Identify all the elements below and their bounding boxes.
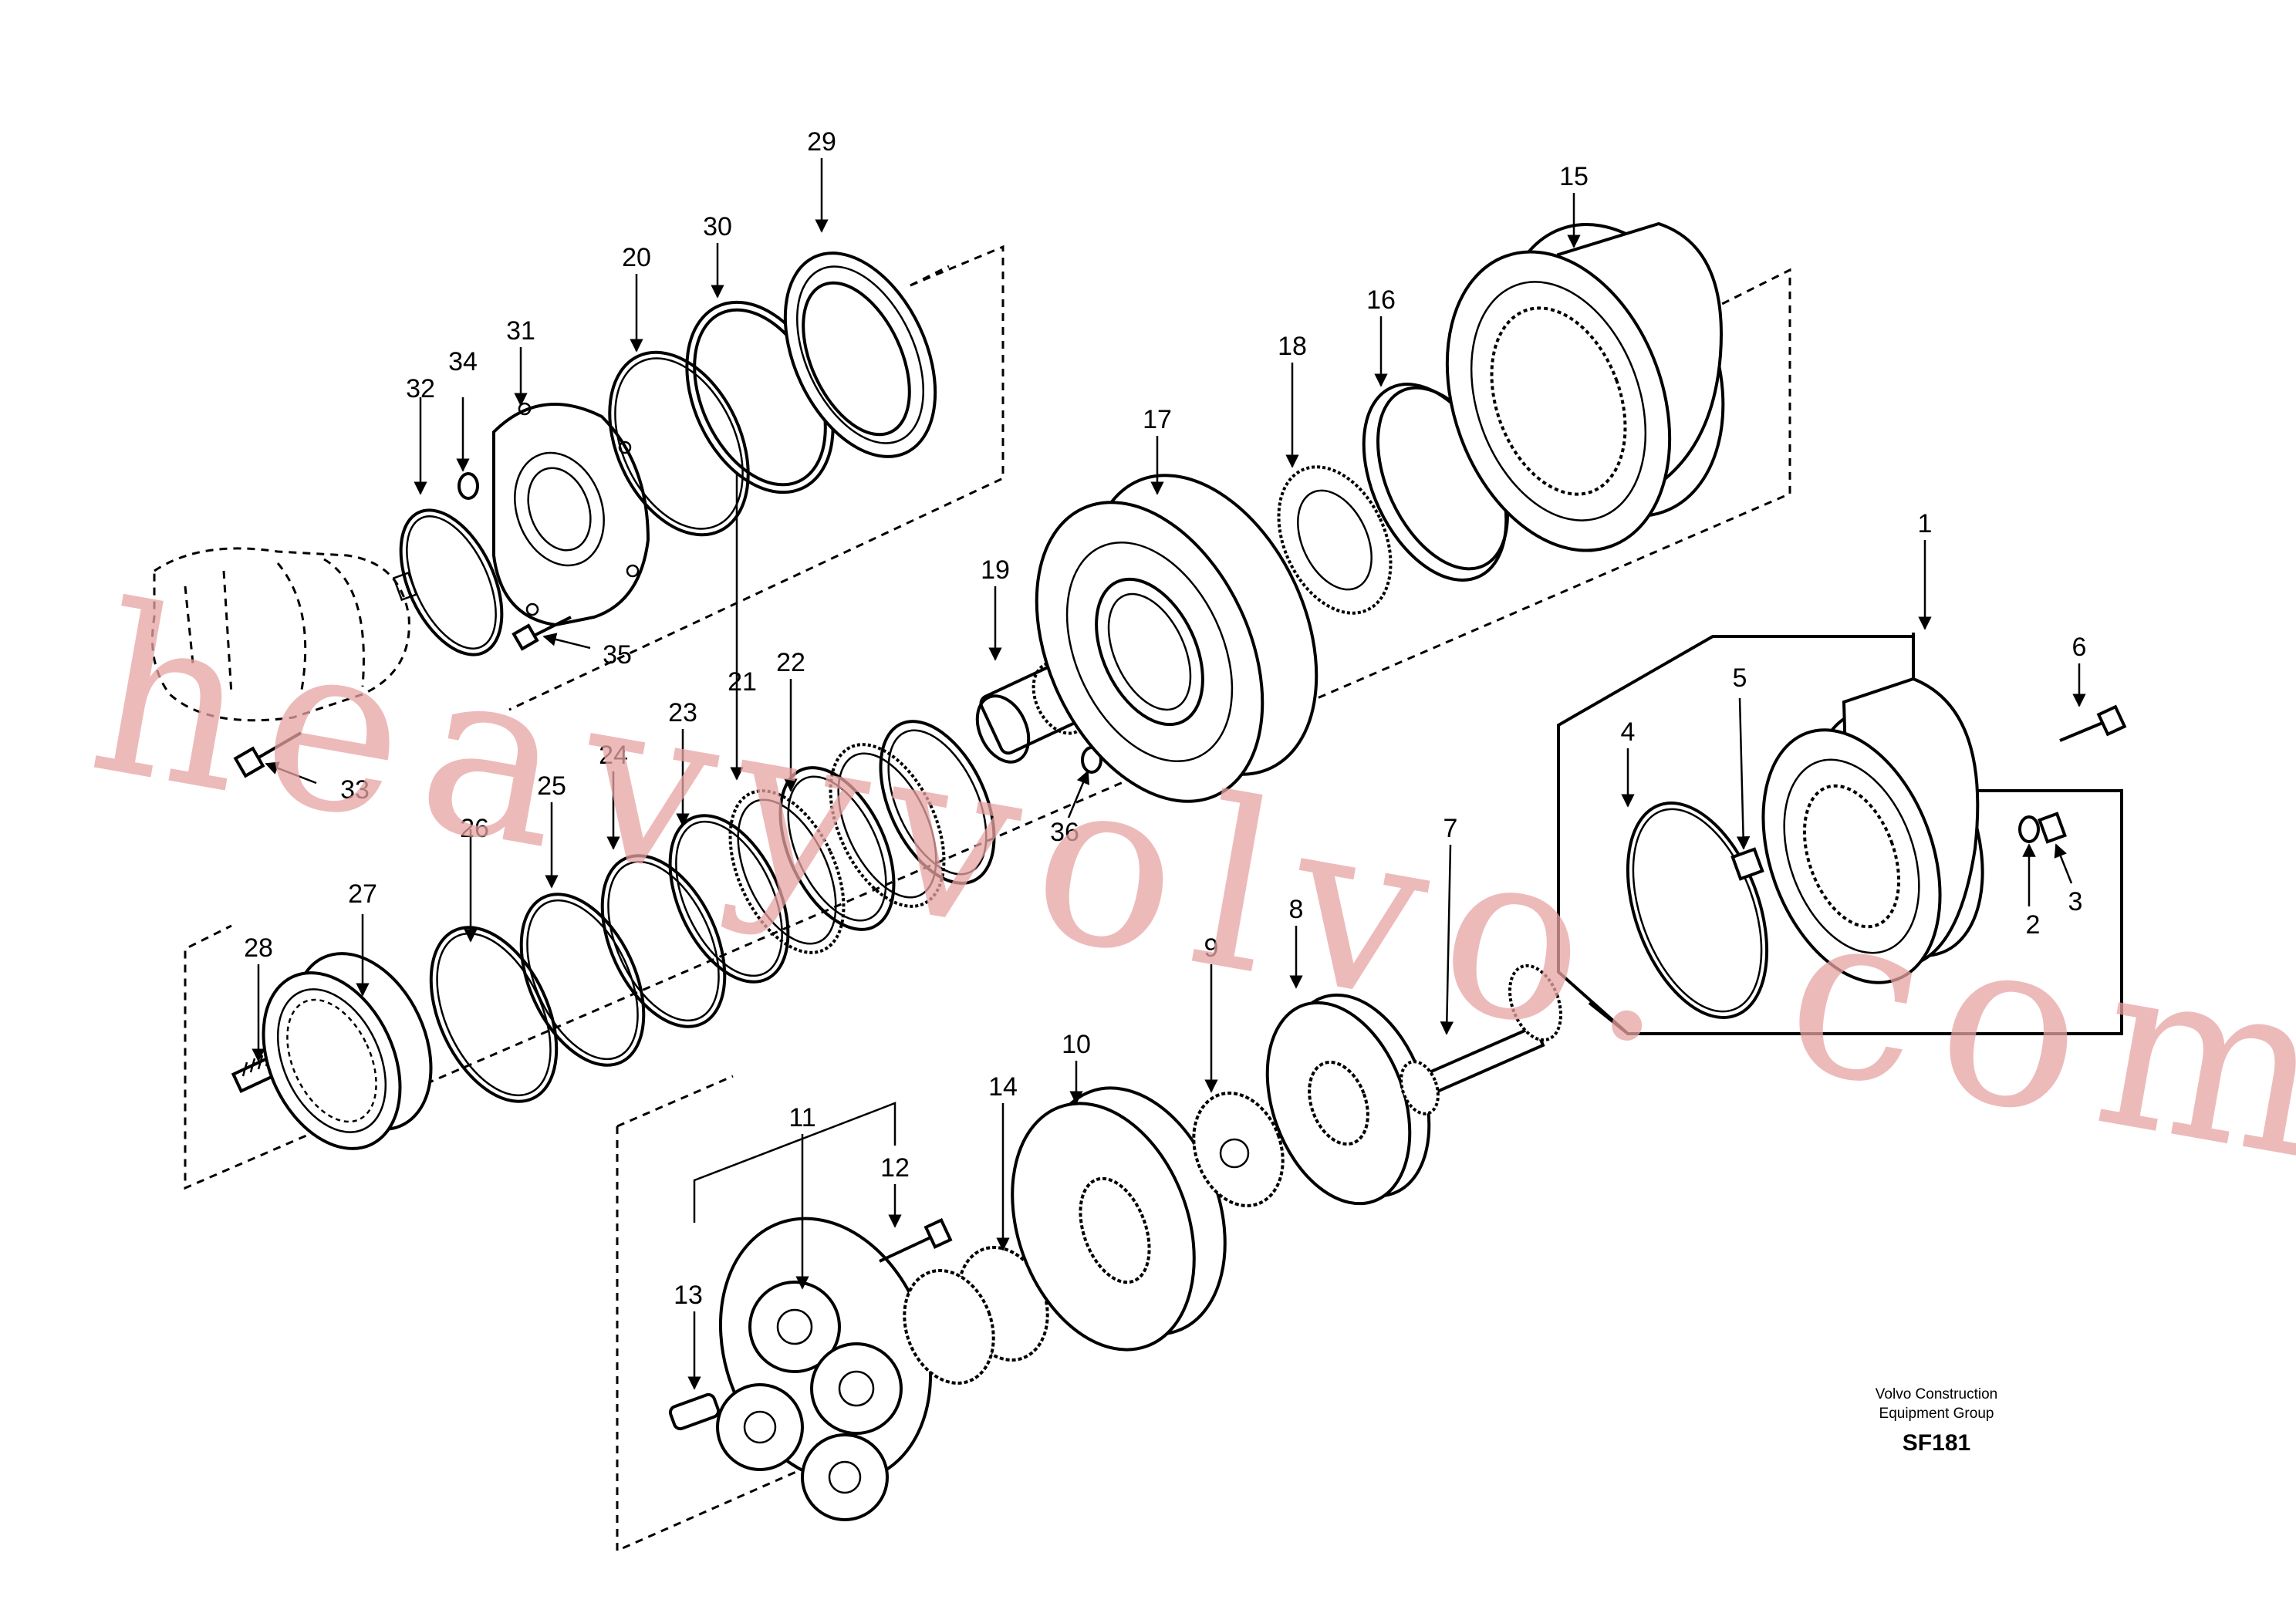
gear-housing-1[interactable] [1730, 677, 2014, 1007]
washer-2[interactable] [2018, 815, 2040, 843]
callout-8[interactable]: 8 [1289, 895, 1304, 924]
callout-32[interactable]: 32 [406, 374, 435, 403]
callout-labels: 1 2 3 4 5 6 7 8 9 10 11 12 13 14 15 16 1… [244, 127, 2086, 1310]
bolt-6[interactable] [2059, 704, 2127, 742]
callout-26[interactable]: 26 [460, 814, 489, 843]
callout-5[interactable]: 5 [1733, 663, 1747, 693]
company-line-1: Volvo Construction [1876, 1386, 1997, 1402]
callout-12[interactable]: 12 [880, 1153, 910, 1183]
plug-5[interactable] [1730, 847, 1764, 881]
callout-36[interactable]: 36 [1050, 818, 1079, 847]
callout-17[interactable]: 17 [1143, 405, 1172, 434]
cover-31[interactable] [492, 402, 650, 627]
shaft-7[interactable] [1394, 959, 1570, 1119]
callout-4[interactable]: 4 [1621, 717, 1636, 747]
callout-29[interactable]: 29 [807, 127, 836, 157]
callout-28[interactable]: 28 [244, 933, 273, 963]
callout-19[interactable]: 19 [981, 555, 1010, 585]
callout-18[interactable]: 18 [1278, 332, 1307, 361]
callout-15[interactable]: 15 [1559, 162, 1589, 191]
gear-9[interactable] [1179, 1081, 1298, 1219]
callout-6[interactable]: 6 [2072, 633, 2087, 662]
pin-13[interactable] [668, 1392, 721, 1431]
callout-16[interactable]: 16 [1366, 285, 1396, 315]
callout-21[interactable]: 21 [728, 667, 757, 697]
ring-24[interactable] [578, 836, 750, 1045]
group-outline-upper [508, 245, 1004, 711]
callout-27[interactable]: 27 [348, 879, 377, 909]
leader-lines [252, 158, 2086, 1390]
callout-30[interactable]: 30 [703, 212, 732, 241]
callout-9[interactable]: 9 [1204, 933, 1219, 963]
bolt-33[interactable] [233, 731, 302, 778]
ring-23[interactable] [646, 797, 812, 1000]
planet-carrier-11[interactable] [685, 1189, 966, 1521]
footer-block: Volvo Construction Equipment Group SF181 [1876, 1386, 1997, 1456]
callout-1[interactable]: 1 [1918, 509, 1933, 538]
planet-gear-8[interactable] [1241, 975, 1455, 1223]
assembly-1-frame [1557, 633, 2123, 1035]
circlip-4[interactable] [1601, 784, 1794, 1036]
group-outline-middle [184, 268, 1791, 1190]
ring-26[interactable] [406, 908, 582, 1122]
callout-31[interactable]: 31 [506, 316, 535, 346]
housing-15[interactable] [1408, 194, 1762, 582]
plug-3[interactable] [2038, 812, 2067, 844]
callout-23[interactable]: 23 [668, 698, 697, 727]
callout-13[interactable]: 13 [674, 1281, 703, 1310]
o-ring-20[interactable] [582, 330, 776, 557]
callout-20[interactable]: 20 [622, 243, 651, 272]
bearing-27[interactable] [237, 931, 458, 1170]
sun-gear-14[interactable] [890, 1235, 1063, 1396]
callout-10[interactable]: 10 [1062, 1030, 1091, 1059]
seal-29[interactable] [755, 229, 965, 481]
callout-35[interactable]: 35 [603, 640, 632, 670]
callout-33[interactable]: 33 [340, 775, 370, 805]
company-line-2: Equipment Group [1879, 1406, 1994, 1422]
callout-34[interactable]: 34 [448, 347, 478, 376]
callout-2[interactable]: 2 [2026, 910, 2041, 940]
callout-11[interactable]: 11 [788, 1103, 815, 1132]
planet-gear-10[interactable] [980, 1062, 1258, 1375]
callout-7[interactable]: 7 [1443, 814, 1458, 843]
callout-22[interactable]: 22 [776, 648, 805, 677]
group-outline-lower [616, 1075, 811, 1553]
bolt-12[interactable] [879, 1218, 953, 1263]
o-ring-32[interactable] [380, 494, 522, 670]
bolt-35[interactable] [512, 616, 572, 651]
hub-17[interactable] [992, 439, 1362, 837]
diagram-code: SF181 [1903, 1430, 1970, 1456]
callout-3[interactable]: 3 [2068, 887, 2083, 916]
callout-14[interactable]: 14 [988, 1072, 1018, 1102]
callout-25[interactable]: 25 [537, 771, 566, 801]
thrust-washer-18[interactable] [1257, 449, 1413, 631]
ring-25[interactable] [497, 875, 669, 1084]
callout-24[interactable]: 24 [599, 741, 628, 770]
hydraulic-motor-phantom [151, 547, 418, 722]
washer-34[interactable] [458, 472, 479, 500]
